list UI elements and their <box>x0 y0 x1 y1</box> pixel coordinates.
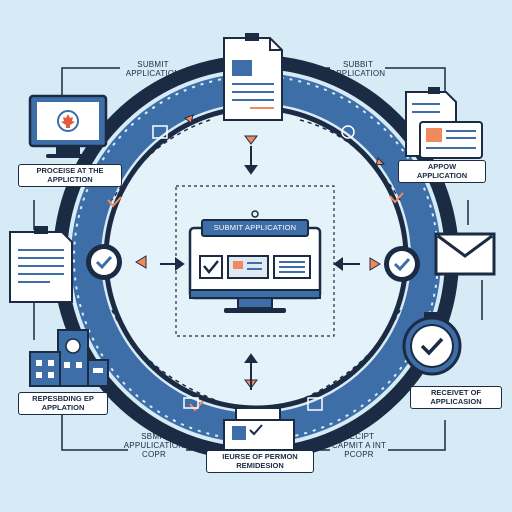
center-monitor-icon <box>188 210 322 313</box>
envelope-icon <box>434 232 496 276</box>
orange-checks <box>107 192 404 412</box>
left-check-icon <box>86 244 122 280</box>
canada-leaf-icon <box>61 114 75 128</box>
center-arrows <box>160 146 360 390</box>
right-check-icon <box>384 246 420 282</box>
center-dashed-box <box>175 185 335 337</box>
orange-markers <box>135 114 386 389</box>
clock-icon <box>402 312 462 376</box>
top-document-icon <box>223 33 283 121</box>
certificate-icon <box>223 407 295 457</box>
left-document-icon <box>9 226 73 303</box>
left-monitor-icon <box>28 94 108 158</box>
ring-stamp-icons <box>152 125 355 411</box>
gear-icon <box>341 125 355 139</box>
building-icon <box>29 329 109 387</box>
flow-arcs <box>111 119 401 401</box>
center-banner-label: SUBMIT APPLICATION <box>213 223 297 232</box>
right-documents-icon <box>405 87 483 159</box>
